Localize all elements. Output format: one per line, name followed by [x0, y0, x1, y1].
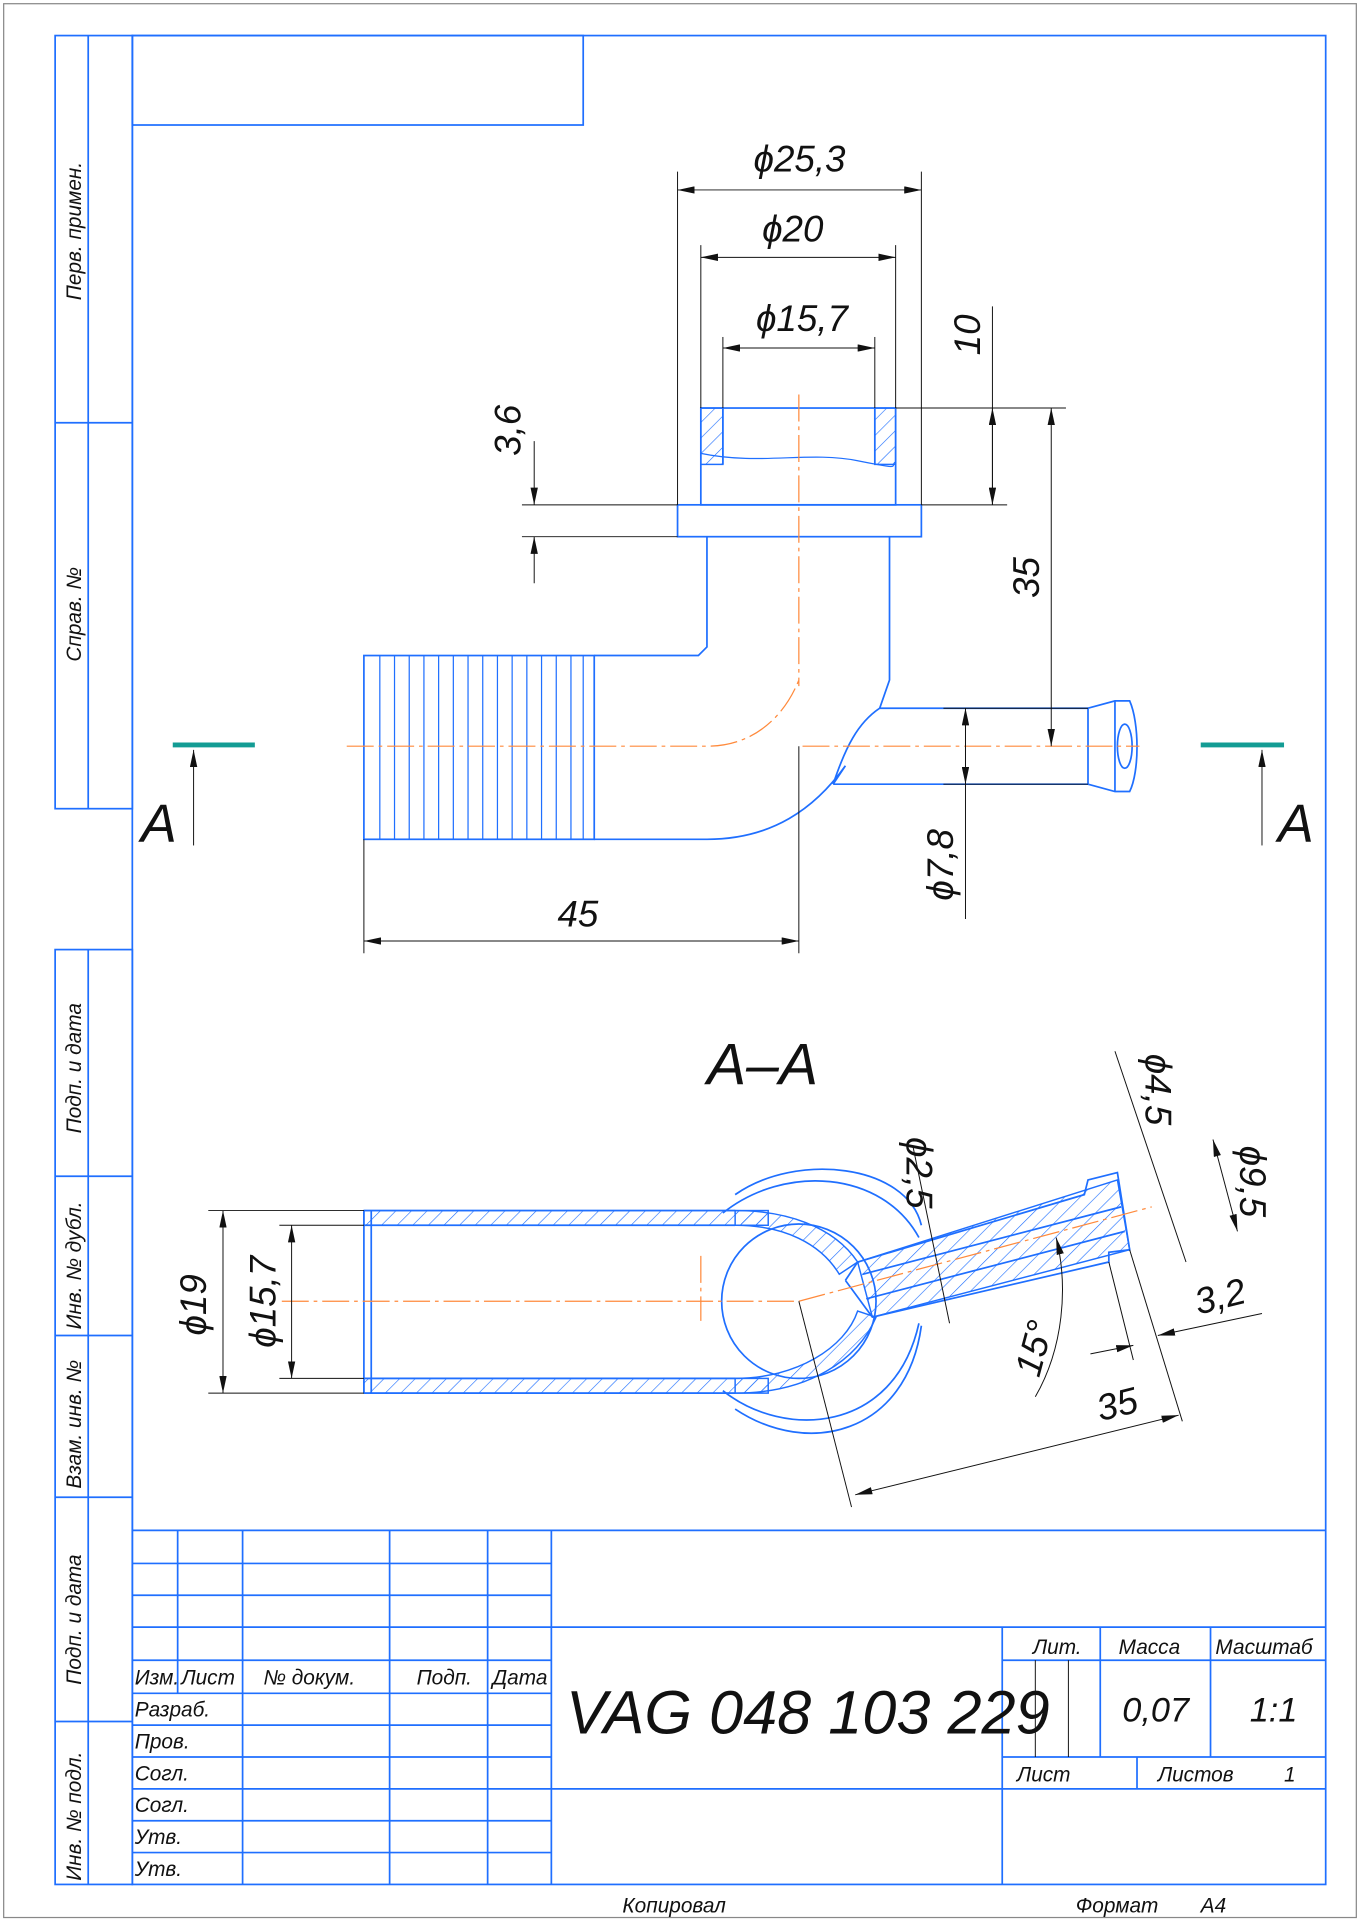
dim-3-2: 3,2 — [1190, 1270, 1249, 1322]
tb-header-doc: № докум. — [263, 1667, 355, 1690]
dim-15deg: 15° — [1007, 1316, 1061, 1380]
footer-format-label: Формат — [1076, 1895, 1159, 1918]
tb-row-label: Разраб. — [135, 1699, 210, 1722]
dim-45: 45 — [557, 893, 598, 934]
top-view — [346, 394, 1140, 841]
top-left-box — [131, 34, 585, 126]
section-cut-markers: A A — [138, 742, 1314, 854]
dim-d25-3: ϕ25,3 — [754, 139, 847, 180]
title-block — [132, 1529, 1326, 1885]
sheet-border — [3, 3, 1357, 1919]
side-label: Подп. и дата — [63, 1554, 86, 1684]
cut-label-right: A — [1275, 794, 1314, 854]
dim-3-6: 3,6 — [488, 404, 529, 456]
dim-d4-5: ϕ4,5 — [1138, 1054, 1179, 1126]
tb-sheets-value: 1 — [1284, 1764, 1296, 1787]
dim-d7-8: ϕ7,8 — [920, 828, 961, 900]
section-title: A–A — [704, 1032, 818, 1097]
drawing-frame — [131, 34, 1327, 1886]
tb-lit-label: Лит. — [1031, 1636, 1082, 1659]
tb-header-sign: Подп. — [417, 1667, 472, 1690]
tb-row-label: Пров. — [135, 1730, 190, 1753]
tb-row-label: Утв. — [134, 1826, 182, 1849]
footer-copied: Копировал — [622, 1895, 726, 1918]
side-label: Перв. примен. — [63, 162, 86, 300]
dim-d20: ϕ20 — [762, 208, 824, 249]
tb-header-izm: Изм. — [135, 1667, 179, 1690]
dim-10: 10 — [947, 314, 988, 355]
dim-d2-5: ϕ2,5 — [899, 1137, 940, 1209]
tb-sheet-label: Лист — [1015, 1764, 1071, 1787]
dim-35: 35 — [1006, 557, 1047, 598]
designation: VAG 048 103 229 — [566, 1679, 1050, 1747]
dim-d19: ϕ19 — [173, 1274, 214, 1335]
dim-d15-7: ϕ15,7 — [243, 1254, 284, 1348]
side-label: Подп. и дата — [63, 1003, 86, 1133]
side-label: Инв. № подл. — [63, 1752, 86, 1881]
tb-scale-value: 1:1 — [1250, 1691, 1298, 1729]
footer-format: A4 — [1199, 1895, 1226, 1918]
side-label: Справ. № — [63, 567, 86, 662]
section-view — [281, 1168, 1152, 1435]
left-strip — [54, 34, 134, 1886]
tb-row-label: Утв. — [134, 1858, 182, 1881]
dim-d9-5: ϕ9,5 — [1232, 1146, 1273, 1218]
tb-row-label: Согл. — [135, 1762, 189, 1785]
tb-mass-label: Масса — [1119, 1636, 1181, 1659]
dim-d15-7: ϕ15,7 — [756, 298, 850, 339]
tb-mass-value: 0,07 — [1122, 1691, 1191, 1729]
side-label: Инв. № дубл. — [63, 1201, 86, 1329]
tb-row-label: Согл. — [135, 1794, 189, 1817]
tb-header-list: Лист — [179, 1667, 235, 1690]
tb-header-date: Дата — [491, 1667, 548, 1690]
tb-sheets-label: Листов — [1156, 1764, 1234, 1787]
cut-label-left: A — [138, 794, 177, 854]
side-label: Взам. инв. № — [63, 1360, 86, 1489]
tb-scale-label: Масштаб — [1215, 1636, 1314, 1659]
dim-35: 35 — [1092, 1379, 1142, 1429]
